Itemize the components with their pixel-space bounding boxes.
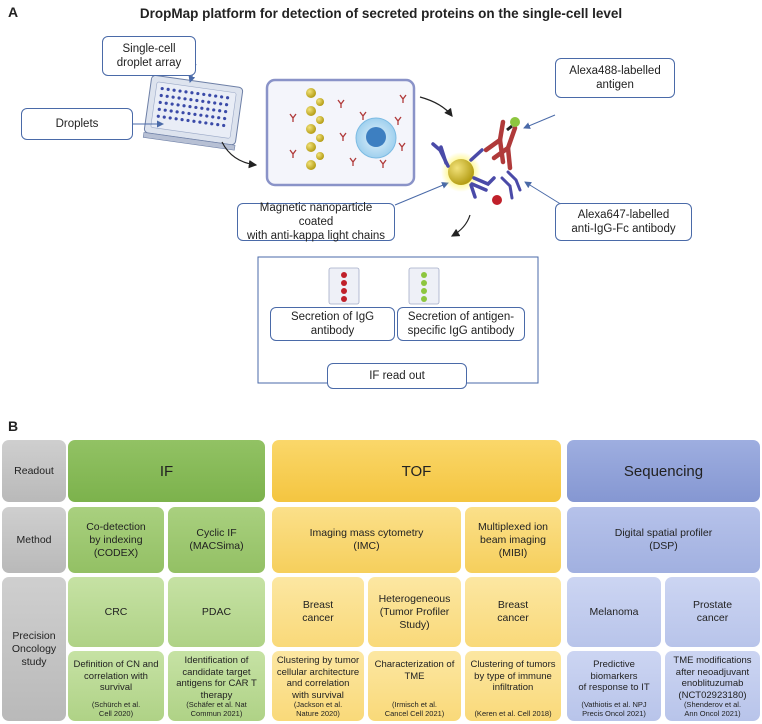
- study-text: Clustering of tumors by type of immune i…: [470, 659, 556, 693]
- readout-sequencing: Sequencing: [567, 440, 760, 502]
- anti-fc-antibody: [500, 170, 522, 200]
- study-text: Definition of CN and correlation with su…: [73, 659, 159, 693]
- cancer-breast-2: Breast cancer: [465, 577, 561, 647]
- study-prostate: TME modifications after neoadjuvant enob…: [665, 651, 760, 721]
- cancer-prostate: Prostate cancer: [665, 577, 760, 647]
- study-reference: (Schäfer et al. Nat Commun 2021): [186, 700, 247, 718]
- study-imc-breast: Clustering by tumor cellular architectur…: [272, 651, 364, 721]
- row-header-method: Method: [2, 507, 66, 573]
- study-reference: (Keren et al. Cell 2018): [474, 709, 552, 718]
- magnetic-nanoparticle: [448, 159, 474, 185]
- cancer-pdac: PDAC: [168, 577, 265, 647]
- study-text: Predictive biomarkers of response to IT: [578, 659, 650, 693]
- igg-antibody: [483, 119, 518, 171]
- method-dsp: Digital spatial profiler (DSP): [567, 507, 760, 573]
- study-text: Identification of candidate target antig…: [176, 655, 257, 701]
- method-imc: Imaging mass cytometry (IMC): [272, 507, 461, 573]
- alexa488-dot: [510, 117, 520, 127]
- study-melanoma: Predictive biomarkers of response to IT …: [567, 651, 661, 721]
- study-imc-tme: Characterization of TME (Irmisch et al. …: [368, 651, 461, 721]
- method-macsima: Cyclic IF (MACSima): [168, 507, 265, 573]
- droplet-chamber: [265, 78, 416, 187]
- if-readout-box: IF read out: [327, 363, 467, 389]
- cancer-breast-1: Breast cancer: [272, 577, 364, 647]
- study-text: TME modifications after neoadjuvant enob…: [673, 655, 752, 701]
- study-macsima: Identification of candidate target antig…: [168, 651, 265, 721]
- panel-a-letter: A: [8, 4, 19, 20]
- alexa647-dot: [492, 195, 502, 205]
- readout-if: IF: [68, 440, 265, 502]
- antigen-box: Alexa488-labelled antigen: [555, 58, 675, 98]
- chamber-beads: [306, 88, 324, 170]
- study-reference: (Jackson et al. Nature 2020): [293, 700, 343, 718]
- study-mibi: Clustering of tumors by type of immune i…: [465, 651, 561, 721]
- study-reference: (Irmisch et al. Cancel Cell 2021): [384, 700, 445, 718]
- method-codex: Co-detection by indexing (CODEX): [68, 507, 164, 573]
- panel-a-title: DropMap platform for detection of secret…: [139, 6, 623, 21]
- row-header-study: Precision Oncology study: [2, 577, 66, 721]
- secretion-igg-box: Secretion of IgG antibody: [270, 307, 395, 341]
- droplets-box: Droplets: [21, 108, 133, 140]
- study-reference: (Shenderov et al. Ann Oncol 2021): [683, 700, 742, 718]
- cancer-crc: CRC: [68, 577, 164, 647]
- study-text: Clustering by tumor cellular architectur…: [276, 655, 360, 701]
- cancer-melanoma: Melanoma: [567, 577, 661, 647]
- droplet-array-box: Single-cell droplet array: [102, 36, 196, 76]
- study-text: Characterization of TME: [374, 659, 455, 682]
- fc-antibody-box: Alexa647-labelled anti-IgG-Fc antibody: [555, 203, 692, 241]
- secretion-specific-box: Secretion of antigen- specific IgG antib…: [397, 307, 525, 341]
- study-reference: (Vathiotis et al. NPJ Precis Oncol 2021): [581, 700, 647, 718]
- chamber-antibodies: [289, 94, 407, 168]
- red-droplet-column: [341, 272, 347, 302]
- nanoparticle-box: Magnetic nanoparticle coated with anti-k…: [237, 202, 395, 242]
- study-reference: (Schürch et al. Cell 2020): [91, 700, 141, 718]
- droplet-array-plate: [142, 75, 244, 151]
- green-droplet-column: [421, 272, 427, 302]
- panel-b-letter: B: [8, 418, 19, 434]
- row-header-readout: Readout: [2, 440, 66, 502]
- method-mibi: Multiplexed ion beam imaging (MIBI): [465, 507, 561, 573]
- study-codex: Definition of CN and correlation with su…: [68, 651, 164, 721]
- readout-tof: TOF: [272, 440, 561, 502]
- cancer-heterogeneous: Heterogeneous (Tumor Profiler Study): [368, 577, 461, 647]
